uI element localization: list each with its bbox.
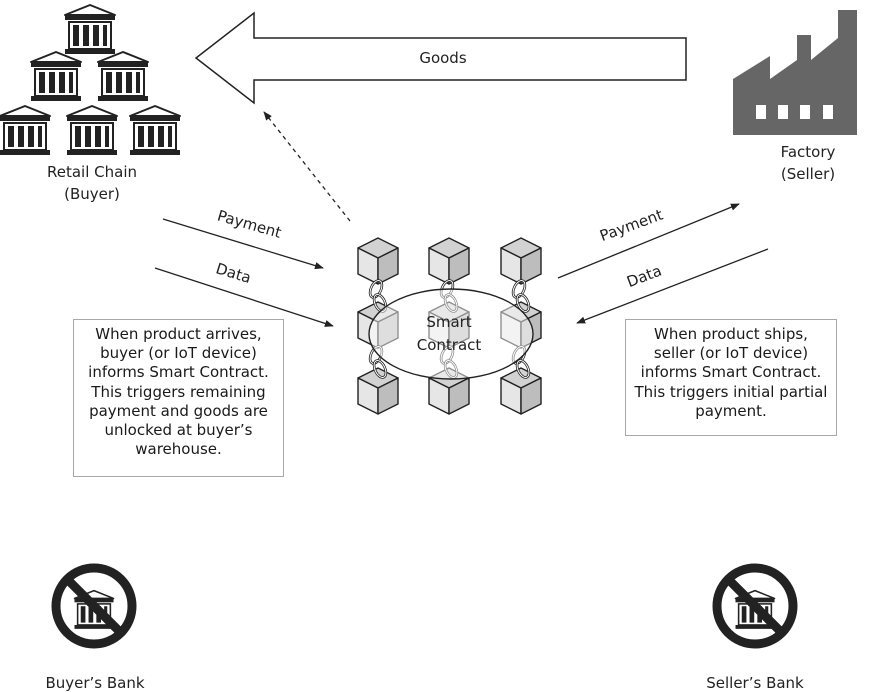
blockchain-cube-icon [357,237,399,285]
left-data-label: Data [214,259,254,287]
retail-chain-label: Retail Chain [47,163,137,181]
seller-note-line: payment. [695,401,767,420]
bank-building-icon [66,105,118,156]
blockchain-cube-icon [500,237,542,285]
buyers-bank-label: Buyer’s Bank [45,674,144,692]
buyer-note-line: When product arrives, [95,325,262,343]
seller-note-line: This triggers initial partial [634,382,828,401]
bank-building-icon [97,51,149,102]
blockchain-cluster [357,237,542,415]
goods-arrow [194,11,687,105]
factory-label: Factory [781,143,836,161]
right-data-arrow [576,248,769,324]
retail-chain-icon [0,4,181,156]
goods-label: Goods [419,49,466,67]
right-payment-arrow [557,203,740,279]
bank-building-icon [0,105,51,156]
right-data-label: Data [624,262,664,292]
seller-note-box: When product ships, seller (or IoT devic… [625,319,837,436]
buyer-note-line: unlocked at buyer’s [104,421,253,440]
right-payment-label: Payment [597,206,665,245]
prohibited-bank-icon [717,568,793,644]
sellers-bank-label: Seller’s Bank [706,674,804,692]
bank-building-icon [129,105,181,156]
bank-building-icon [30,51,82,102]
left-payment-label: Payment [215,206,283,241]
blockchain-cube-icon [428,237,470,285]
smart-contract-label: Smart [426,313,471,331]
buyer-note-line: informs Smart Contract. [88,363,269,382]
factory-sublabel: (Seller) [781,165,835,183]
seller-note-line: seller (or IoT device) [653,344,809,363]
smart-contract-ellipse [368,288,534,380]
seller-note-line: When product ships, [654,325,808,343]
goods-release-dashed-arrow [263,111,351,222]
buyer-note-line: buyer (or IoT device) [100,344,257,363]
buyer-note-line: warehouse. [135,440,222,459]
bank-building-icon [64,4,116,55]
factory-icon [733,10,857,135]
buyer-note-line: This triggers remaining [91,382,266,401]
left-payment-arrow [162,218,324,270]
prohibited-bank-icon [56,568,132,644]
seller-note-line: informs Smart Contract. [640,363,822,382]
buyer-note-box: When product arrives, buyer (or IoT devi… [73,319,284,477]
buyer-note-line: payment and goods are [89,401,268,420]
retail-chain-sublabel: (Buyer) [64,185,120,203]
smart-contract-sublabel: Contract [417,336,482,354]
left-data-arrow [154,267,334,327]
